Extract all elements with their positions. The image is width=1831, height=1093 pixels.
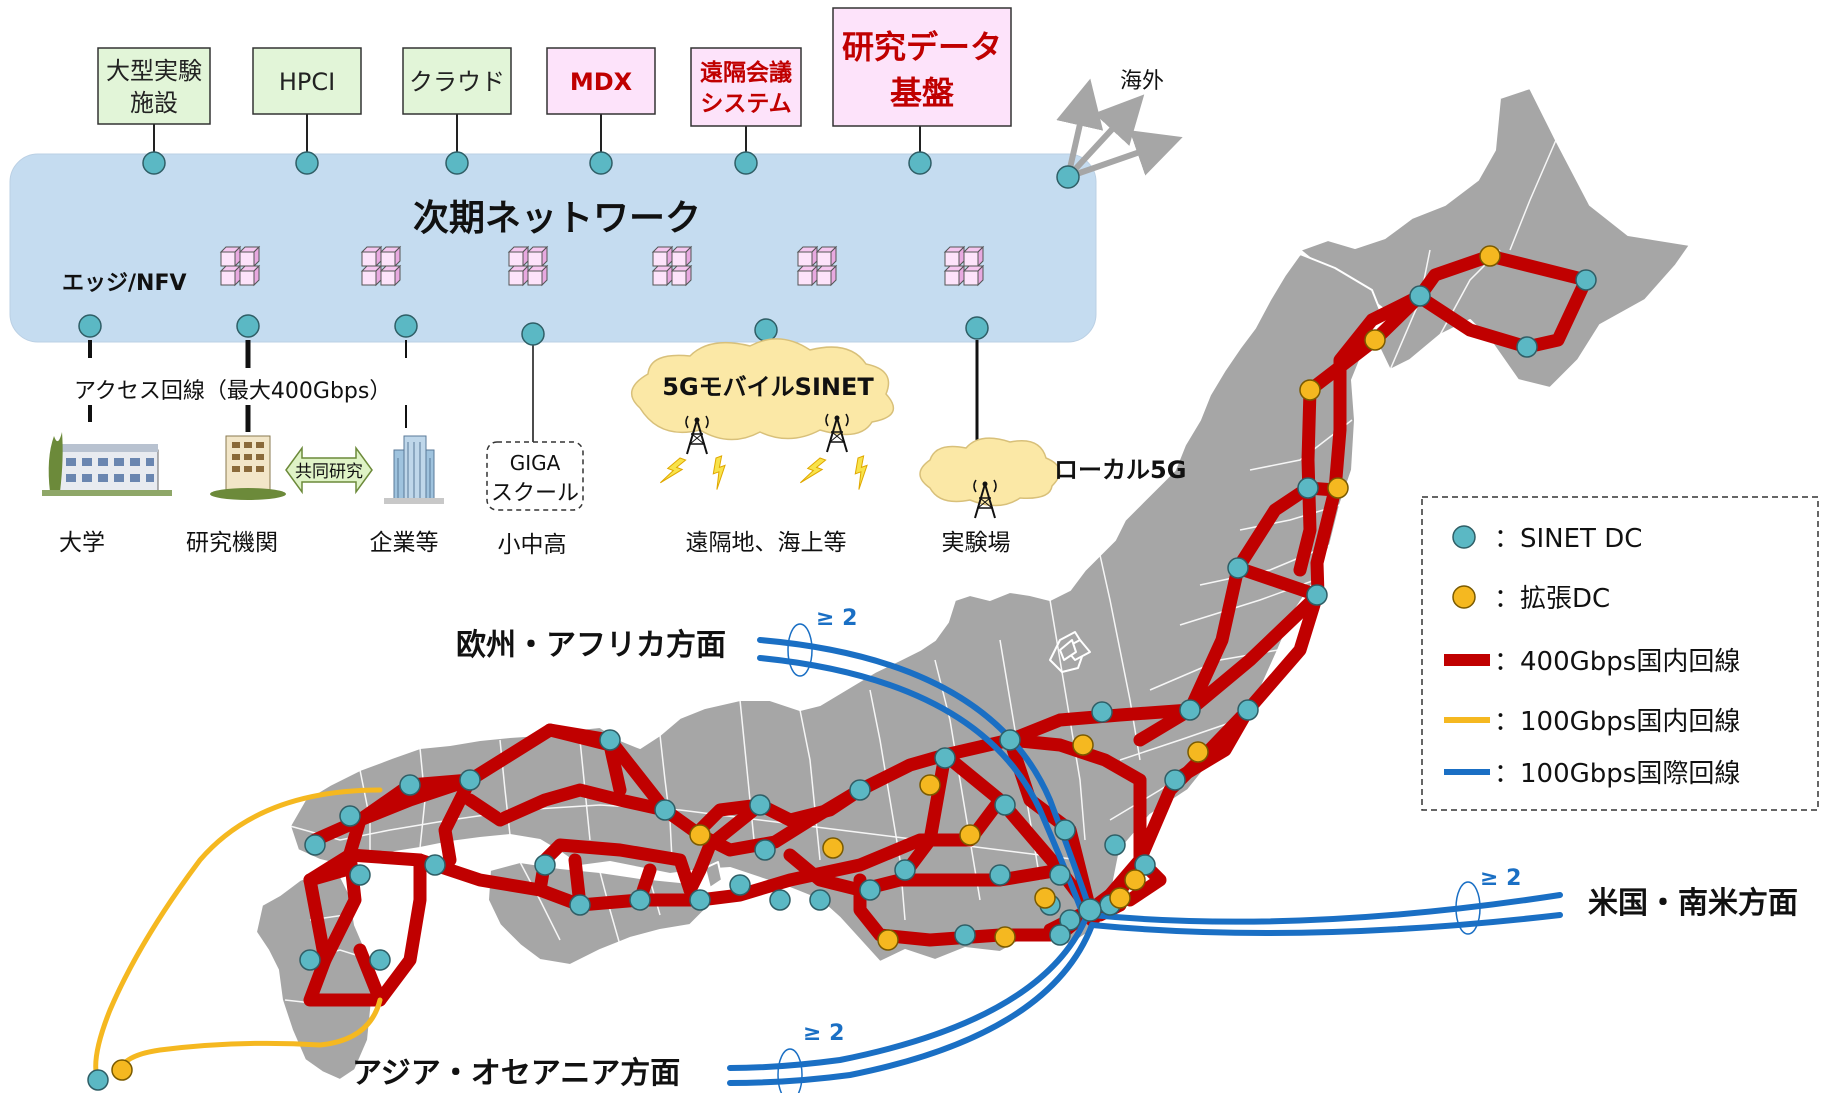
legend-label-400g: ：400Gbps国内回線	[1494, 647, 1740, 677]
legend-label-extended-dc: ：拡張DC	[1494, 584, 1610, 614]
svg-text:HPCI: HPCI	[279, 68, 335, 96]
svg-text:共同研究: 共同研究	[295, 462, 363, 482]
svg-text:≥ 2: ≥ 2	[803, 1021, 844, 1046]
legend: ：SINET DC ：拡張DC ：400Gbps国内回線 ：100Gbps国内回…	[1421, 496, 1819, 811]
overseas-arrows	[1056, 78, 1183, 180]
service-box-cloud[interactable]: クラウド	[402, 47, 512, 115]
company-building-icon	[384, 435, 444, 504]
svg-text:大型実験: 大型実験	[106, 57, 202, 85]
svg-text:基盤: 基盤	[890, 74, 954, 112]
legend-teal-dot	[1452, 525, 1476, 549]
service-box-research-data[interactable]: 研究データ 基盤	[832, 7, 1012, 127]
lightning-icons	[659, 454, 875, 491]
local-5g-cloud	[919, 437, 1061, 507]
network-bottom-ports	[78, 314, 989, 346]
legend-orange-dot	[1452, 585, 1476, 609]
access-line-label: アクセス回線（最大400Gbps）	[74, 379, 391, 404]
svg-text:欧州・アフリカ方面: 欧州・アフリカ方面	[456, 628, 726, 663]
edge-cube-2	[362, 247, 400, 285]
land-sado-island	[1059, 639, 1077, 661]
extended-dc-nodes	[111, 245, 1501, 1081]
svg-text:スクール: スクール	[491, 481, 579, 506]
legend-label-100g-domestic: ：100Gbps国内回線	[1494, 707, 1740, 737]
local-5g-label: ローカル5G	[1054, 456, 1186, 484]
sinet-dc-nodes	[87, 269, 1597, 1091]
label-research-institute: 研究機関	[186, 530, 278, 556]
label-companies: 企業等	[370, 530, 439, 556]
land-shikoku	[487, 861, 706, 966]
svg-text:5GモバイルSINET: 5GモバイルSINET	[662, 373, 874, 401]
route-europe-africa: 欧州・アフリカ方面 ≥ 2	[456, 606, 857, 663]
next-network-panel: 次期ネットワーク エッジ/NFV	[9, 153, 1097, 343]
edge-cube-1	[221, 247, 259, 285]
edge-cube-6	[945, 247, 983, 285]
svg-text:システム: システム	[700, 91, 791, 117]
legend-label-sinet-dc: ：SINET DC	[1494, 524, 1642, 554]
svg-text:施設: 施設	[130, 89, 178, 117]
joint-research-arrow: 共同研究	[285, 445, 373, 495]
endpoint-labels: 大学 研究機関 企業等 小中高 遠隔地、海上等 実験場	[59, 530, 1011, 558]
svg-text:クラウド: クラウド	[409, 68, 505, 96]
edge-nfv-label: エッジ/NFV	[62, 271, 187, 296]
label-remote-sea: 遠隔地、海上等	[686, 530, 847, 556]
service-box-mdx[interactable]: MDX	[546, 47, 656, 115]
label-university: 大学	[59, 530, 105, 556]
svg-text:GIGA: GIGA	[510, 451, 561, 475]
research-institute-icon	[210, 435, 286, 500]
multiplicity-marks	[777, 623, 1481, 1093]
giga-school-box: GIGA スクール	[486, 441, 584, 511]
svg-text:≥ 2: ≥ 2	[816, 606, 857, 631]
service-box-large-facility[interactable]: 大型実験 施設	[97, 47, 211, 125]
edge-cube-4	[653, 247, 691, 285]
edge-cube-3	[509, 247, 547, 285]
svg-text:≥ 2: ≥ 2	[1480, 866, 1521, 891]
5g-mobile-sinet-cloud: 5GモバイルSINET	[631, 338, 895, 441]
service-box-hpci[interactable]: HPCI	[252, 47, 362, 115]
svg-text:MDX: MDX	[570, 68, 633, 96]
svg-text:米国・南米方面: 米国・南米方面	[1588, 886, 1798, 921]
label-schools: 小中高	[498, 532, 567, 558]
svg-text:遠隔会議: 遠隔会議	[700, 59, 792, 86]
route-asia-oceania: アジア・オセアニア方面 ≥ 2	[352, 1021, 844, 1091]
svg-text:研究データ: 研究データ	[842, 28, 1002, 66]
university-icon	[42, 432, 172, 496]
overseas-label: 海外	[1120, 69, 1164, 94]
network-top-ports	[142, 151, 1080, 189]
label-test-site: 実験場	[942, 530, 1011, 556]
svg-text:アジア・オセアニア方面: アジア・オセアニア方面	[352, 1056, 680, 1091]
legend-label-100g-intl: ：100Gbps国際回線	[1494, 759, 1740, 789]
access-connectors	[88, 340, 979, 448]
land-awaji	[704, 861, 723, 889]
route-us-south-america: 米国・南米方面 ≥ 2	[1480, 866, 1798, 921]
edge-cube-5	[798, 247, 836, 285]
network-title: 次期ネットワーク	[413, 198, 701, 239]
service-box-remote-meeting[interactable]: 遠隔会議 システム	[690, 47, 802, 127]
domestic-100g-lines	[93, 787, 383, 1083]
